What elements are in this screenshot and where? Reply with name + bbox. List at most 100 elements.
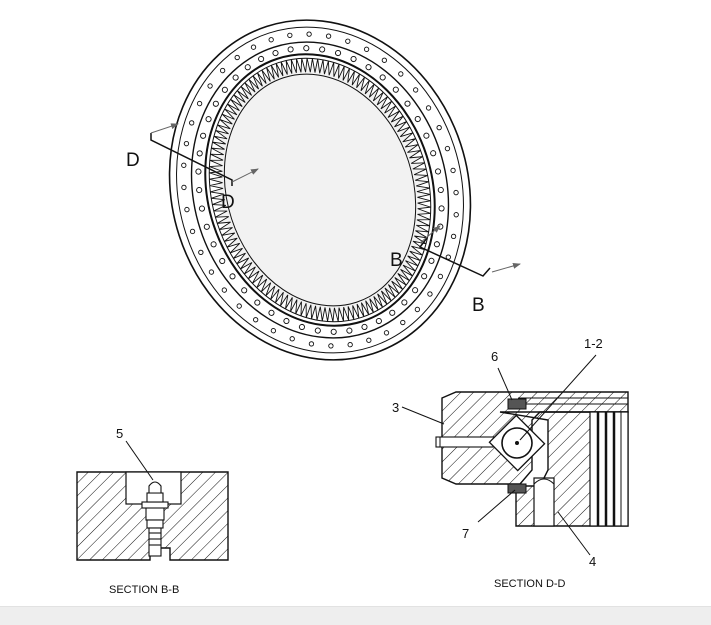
bolt-hole <box>328 343 334 349</box>
bolt-hole <box>232 74 239 81</box>
section-d-title: SECTION D-D <box>494 578 566 590</box>
bolt-hole <box>383 330 390 336</box>
bolt-hole <box>303 45 310 52</box>
callout-4: 4 <box>589 554 596 569</box>
bolt-hole <box>241 287 248 294</box>
bolt-hole <box>430 150 437 157</box>
ring-inner-race <box>190 41 450 339</box>
bolt-hole <box>203 223 210 230</box>
footer-bar <box>0 606 711 625</box>
bolt-hole <box>398 71 404 77</box>
bolt-hole <box>428 257 435 264</box>
section-b-cut-line <box>418 225 521 277</box>
bolt-hole <box>346 327 353 334</box>
callout-7: 7 <box>462 526 469 541</box>
bolt-hole <box>413 87 419 93</box>
bolt-hole <box>361 323 368 331</box>
bolt-hole <box>181 162 187 168</box>
bolt-hole <box>450 233 457 240</box>
bolt-hole <box>252 317 259 323</box>
bolt-hole <box>207 83 213 89</box>
bolt-hole <box>287 46 294 53</box>
bolt-hole <box>189 228 196 235</box>
bolt-hole <box>335 49 342 57</box>
bolt-hole <box>389 309 396 316</box>
bolt-hole <box>444 145 451 152</box>
bolt-hole <box>347 341 353 348</box>
bolt-hole <box>330 328 337 335</box>
section-b-label-upper: B <box>390 250 403 271</box>
bolt-hole <box>283 317 290 325</box>
inner-bolt-hole <box>533 477 555 527</box>
bolt-hole <box>453 212 459 218</box>
grease-fitting <box>141 481 169 557</box>
internal-gear-teeth <box>209 58 431 322</box>
bolt-hole <box>195 168 202 175</box>
bolt-hole <box>212 100 219 107</box>
outer-race <box>441 391 629 485</box>
inner-bolt-holes <box>195 45 445 335</box>
gear-tip-circle <box>223 73 417 307</box>
bolt-hole <box>198 205 206 212</box>
bolt-hole <box>400 319 406 326</box>
bolt-hole <box>433 241 440 248</box>
bolt-hole <box>184 206 190 213</box>
outer-bolt-holes <box>181 31 459 349</box>
bolt-hole <box>298 323 305 331</box>
bolt-hole <box>392 86 399 93</box>
bolt-hole <box>423 132 430 139</box>
bolt-hole <box>181 184 187 191</box>
section-d-cut-line <box>150 123 259 186</box>
section-b-title: SECTION B-B <box>109 584 179 596</box>
bolt-hole <box>250 44 257 50</box>
bolt-hole <box>375 317 382 325</box>
bolt-hole <box>200 132 207 139</box>
bolt-hole <box>196 186 203 194</box>
bolt-hole <box>198 249 204 256</box>
bolt-hole <box>450 167 456 174</box>
bolt-hole <box>208 269 215 275</box>
bolt-hole <box>401 299 408 306</box>
bolt-hole <box>196 100 203 107</box>
section-d-label-outer: D <box>126 150 140 171</box>
bolt-hole <box>434 168 442 175</box>
bolt-hole <box>221 287 227 293</box>
bolt-hole <box>189 120 195 126</box>
callout-6: 6 <box>491 349 498 364</box>
bolt-hole <box>421 273 428 280</box>
bolt-hole <box>196 150 203 157</box>
lower-seal <box>507 483 527 494</box>
swing-ring-gear <box>168 19 472 361</box>
bolt-hole <box>363 46 370 52</box>
bolt-hole <box>183 140 190 147</box>
bolt-hole <box>325 33 332 39</box>
ring-outer-lip <box>176 26 464 354</box>
bolt-hole <box>244 64 251 71</box>
bolt-hole <box>314 327 321 334</box>
bolt-hole <box>219 257 226 265</box>
bolt-hole <box>319 46 326 53</box>
bolt-hole <box>414 306 421 313</box>
bolt-hole <box>437 223 444 230</box>
bolt-hole <box>270 328 277 334</box>
bolt-hole <box>289 336 295 342</box>
bolt-hole <box>287 32 293 39</box>
bolt-hole <box>268 37 274 43</box>
bolt-hole <box>381 57 388 63</box>
bolt-hole <box>453 189 459 196</box>
bolt-hole <box>445 254 451 260</box>
bolt-hole <box>437 273 444 280</box>
bolt-hole <box>268 309 275 316</box>
bolt-hole <box>345 38 351 44</box>
upper-seal <box>507 398 527 410</box>
bolt-passage <box>435 436 499 448</box>
bolt-hole <box>254 299 261 306</box>
section-b-b-view <box>76 440 229 561</box>
bolt-hole <box>425 105 432 111</box>
ring-outer-edge <box>168 19 472 361</box>
bolt-hole <box>219 67 226 74</box>
race-groove <box>204 53 436 327</box>
bolt-hole <box>379 74 386 81</box>
bolt-hole <box>205 116 212 123</box>
bolt-hole <box>412 287 419 294</box>
